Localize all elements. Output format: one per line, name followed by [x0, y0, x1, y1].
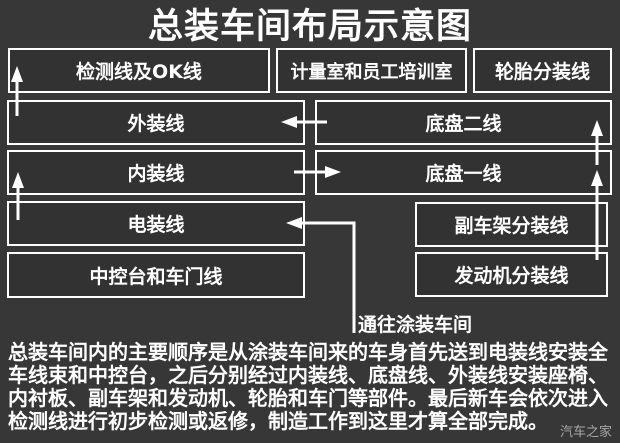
box-label: 轮胎分装线 [494, 61, 590, 83]
box-subframe-subassembly-line: 副车架分装线 [415, 202, 608, 247]
box-console-door-line: 中控台和车门线 [7, 252, 305, 298]
box-label: 底盘一线 [425, 163, 502, 185]
box-label: 内装线 [127, 163, 185, 185]
box-tire-subassembly-line: 轮胎分装线 [473, 48, 612, 93]
box-interior-line: 内装线 [7, 150, 305, 195]
autohome-watermark: 汽车之家 [559, 425, 612, 440]
box-chassis-line-1: 底盘一线 [315, 150, 612, 195]
box-label: 电装线 [127, 214, 185, 236]
process-description: 总装车间内的主要顺序是从涂装车间来的车身首先送到电装线安装全车线束和中控台，之后… [8, 340, 608, 433]
box-label: 计量室和员工培训室 [290, 61, 453, 83]
box-inspection-ok-line: 检测线及OK线 [8, 48, 270, 93]
box-label: 外装线 [127, 113, 185, 135]
paint-shop-annotation: 通往涂装车间 [358, 314, 473, 336]
box-engine-subassembly-line: 发动机分装线 [415, 252, 608, 297]
box-label: 检测线及OK线 [76, 61, 202, 83]
box-label: 发动机分装线 [454, 265, 569, 287]
box-label: 副车架分装线 [454, 215, 569, 237]
box-exterior-line: 外装线 [7, 100, 305, 145]
box-electrical-line: 电装线 [7, 201, 305, 246]
box-chassis-line-2: 底盘二线 [315, 100, 612, 145]
box-metrology-training-room: 计量室和员工培训室 [276, 48, 467, 93]
diagram-title: 总装车间布局示意图 [147, 6, 472, 47]
box-label: 底盘二线 [425, 113, 502, 135]
box-label: 中控台和车门线 [89, 265, 223, 288]
